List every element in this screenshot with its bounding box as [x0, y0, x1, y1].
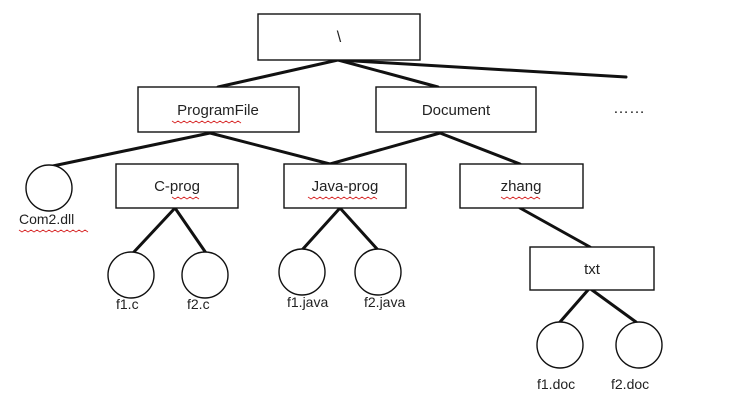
edge-root-programfile: [216, 58, 340, 89]
edge-cprog-f1c: [131, 206, 177, 255]
node-document-label: Document: [422, 102, 491, 119]
edge-cprog-f2c: [173, 206, 208, 255]
node-com2: Com2.dll: [18, 164, 89, 233]
node-zhang: zhang: [459, 163, 584, 209]
node-f2doc: f2.doc: [611, 321, 663, 392]
node-f1doc: f1.doc: [536, 321, 584, 392]
node-f1doc-label: f1.doc: [537, 376, 575, 392]
node-javaprog: Java-prog: [283, 163, 407, 209]
tree-edges: [46, 58, 638, 324]
node-programfile-label: ProgramFile: [177, 102, 259, 119]
node-cprog: C-prog: [115, 163, 239, 209]
edge-javaprog-f1java: [300, 206, 342, 252]
node-f2c-label: f2.c: [187, 296, 210, 312]
node-com2-label: Com2.dll: [19, 211, 74, 227]
node-txt-label: txt: [584, 261, 601, 278]
node-f2doc-label: f2.doc: [611, 376, 649, 392]
node-f1java: f1.java: [278, 248, 328, 310]
edge-root-more: [336, 58, 628, 79]
node-cprog-label: C-prog: [154, 178, 200, 195]
edge-txt-f1doc: [558, 288, 590, 324]
node-f2java-label: f2.java: [364, 294, 405, 310]
spellcheck-underline: [171, 196, 200, 200]
spellcheck-underline: [18, 229, 89, 233]
node-root-label: \: [337, 29, 342, 46]
edge-root-document: [336, 58, 440, 89]
spellcheck-underline: [171, 120, 242, 124]
spellcheck-underline: [500, 196, 541, 200]
edge-programfile-com2: [46, 131, 212, 169]
edge-txt-f2doc: [590, 288, 638, 324]
edge-zhang-txt: [518, 206, 592, 249]
edge-document-javaprog: [328, 131, 442, 166]
node-document: Document: [375, 86, 537, 133]
edge-javaprog-f2java: [338, 206, 380, 252]
node-txt: txt: [529, 246, 655, 291]
node-programfile: ProgramFile: [137, 86, 300, 133]
node-f2java: f2.java: [354, 248, 405, 310]
node-f1c: f1.c: [107, 251, 155, 312]
node-root: \: [257, 13, 421, 61]
more-ellipsis: ……: [613, 100, 645, 117]
node-javaprog-label: Java-prog: [312, 178, 379, 195]
node-f2c: f2.c: [181, 251, 229, 312]
edge-programfile-javaprog: [208, 131, 332, 166]
node-f1java-label: f1.java: [287, 294, 328, 310]
edge-document-zhang: [438, 131, 522, 166]
node-zhang-label: zhang: [501, 178, 542, 195]
spellcheck-underline: [307, 196, 378, 200]
node-f1c-label: f1.c: [116, 296, 139, 312]
